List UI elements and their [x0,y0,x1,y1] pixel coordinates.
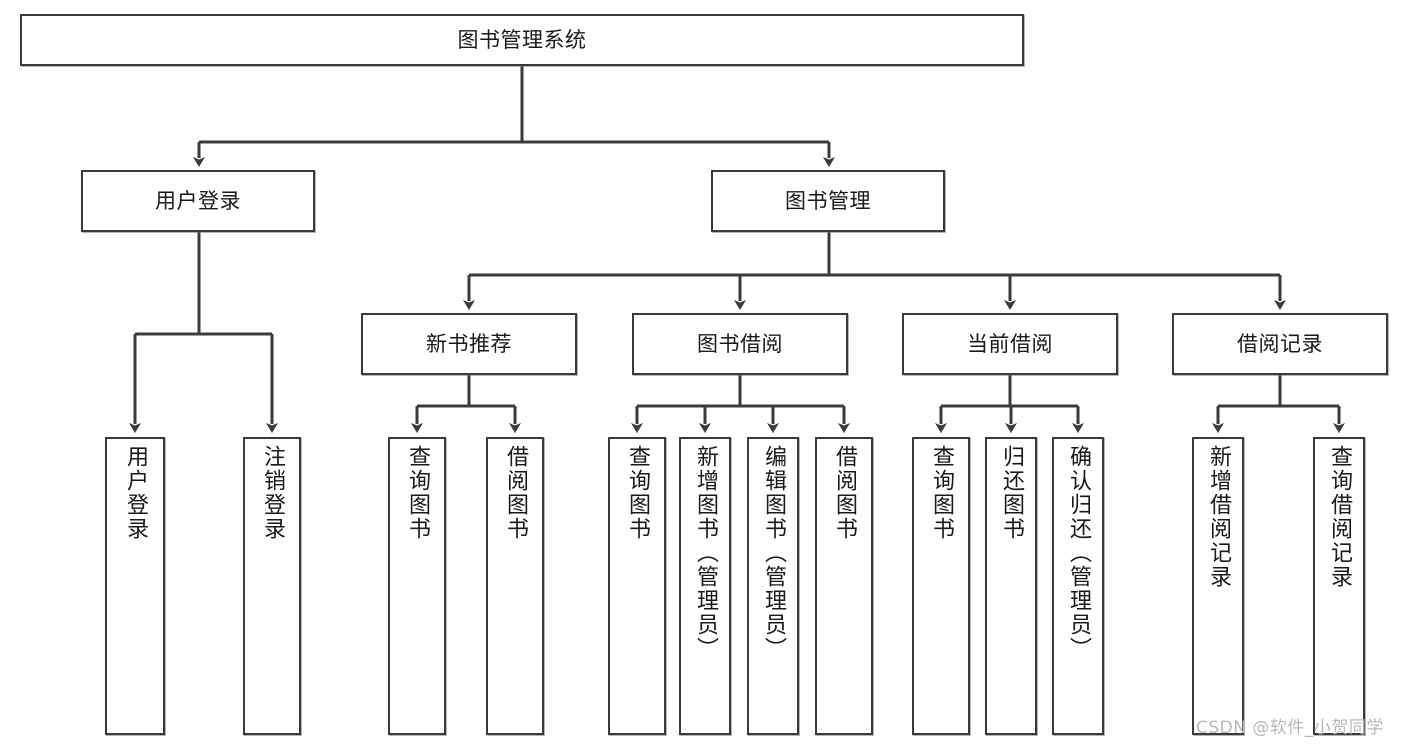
node-label: 用户登录 [155,188,241,213]
node-leaf-add-borrow-record[interactable]: 新增借阅记录 [1192,437,1244,735]
node-leaf-add-book-admin[interactable]: 新增图书（管理员） [679,437,731,735]
node-label: 用户登录 [123,445,148,541]
node-label: 查询图书 [625,445,650,541]
node-label: 新书推荐 [426,331,512,356]
node-root-system[interactable]: 图书管理系统 [20,14,1024,66]
node-label: 查询图书 [405,445,430,541]
node-leaf-query-borrow-record[interactable]: 查询借阅记录 [1313,437,1365,735]
node-leaf-query-book-borrow[interactable]: 查询图书 [608,437,666,735]
node-leaf-query-book-current[interactable]: 查询图书 [912,437,970,735]
node-leaf-edit-book-admin[interactable]: 编辑图书（管理员） [747,437,799,735]
node-label: 借阅图书 [503,445,528,541]
node-leaf-user-logout[interactable]: 注销登录 [243,437,301,735]
node-label: 新增借阅记录 [1206,445,1231,589]
node-label: 图书管理系统 [457,27,587,52]
node-label: 新增图书（管理员） [693,445,718,661]
node-leaf-confirm-return-admin[interactable]: 确认归还（管理员） [1052,437,1104,735]
node-leaf-borrow-book[interactable]: 借阅图书 [815,437,873,735]
node-book-manage[interactable]: 图书管理 [711,170,945,232]
node-leaf-return-book[interactable]: 归还图书 [985,437,1037,735]
node-book-borrow[interactable]: 图书借阅 [632,313,848,375]
node-label: 确认归还（管理员） [1066,445,1091,661]
node-leaf-user-login[interactable]: 用户登录 [105,437,165,735]
node-label: 编辑图书（管理员） [761,445,786,661]
csdn-watermark: CSDN @软件_小贺同学 [1196,718,1384,738]
node-label: 归还图书 [999,445,1024,541]
node-label: 查询借阅记录 [1327,445,1352,589]
node-label: 注销登录 [260,445,285,541]
node-label: 图书管理 [785,188,871,213]
node-leaf-query-book-recommend[interactable]: 查询图书 [388,437,446,735]
node-label: 查询图书 [929,445,954,541]
node-label: 当前借阅 [967,331,1053,356]
node-label: 借阅图书 [832,445,857,541]
node-borrow-record[interactable]: 借阅记录 [1172,313,1388,375]
node-user-login[interactable]: 用户登录 [81,170,315,232]
node-current-borrow[interactable]: 当前借阅 [902,313,1118,375]
node-new-book-recommend[interactable]: 新书推荐 [361,313,577,375]
node-leaf-borrow-book-recommend[interactable]: 借阅图书 [486,437,544,735]
node-label: 图书借阅 [697,331,783,356]
node-label: 借阅记录 [1237,331,1323,356]
